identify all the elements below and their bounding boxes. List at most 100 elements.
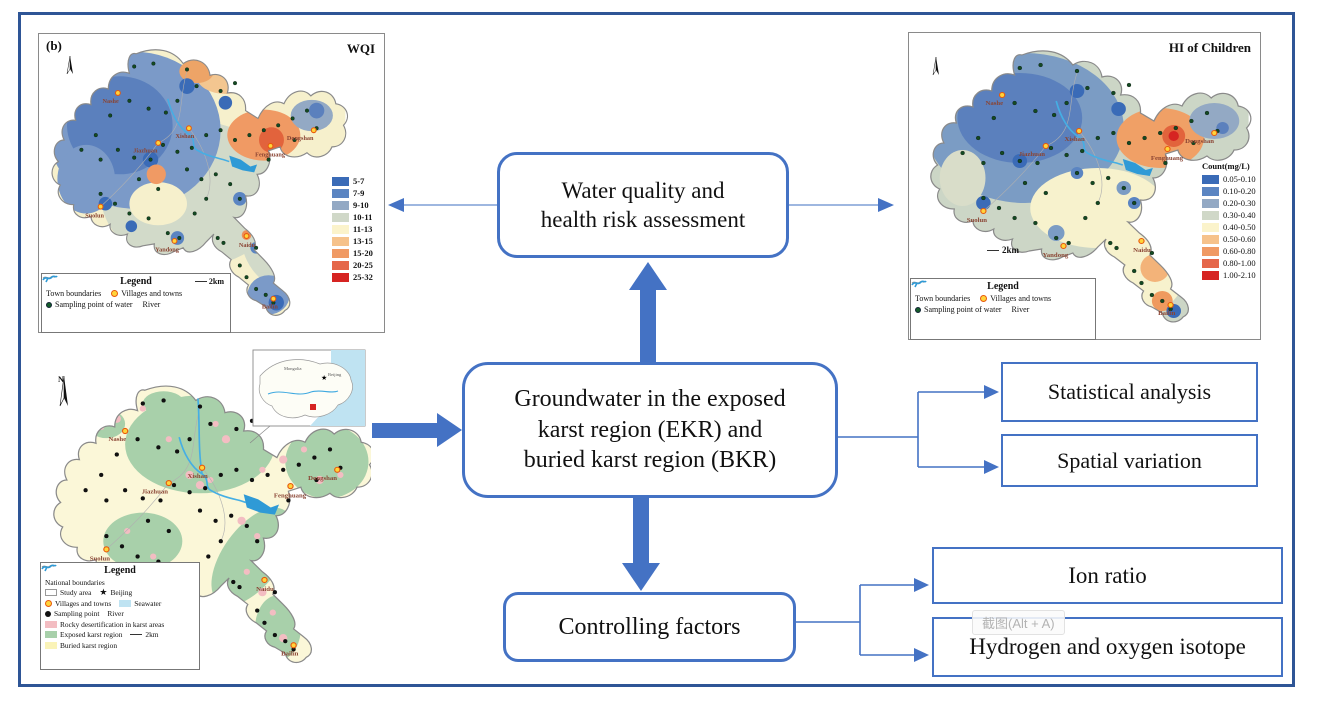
sampling-point — [960, 150, 965, 156]
sampling-point — [261, 128, 266, 133]
sampling-point — [255, 608, 260, 613]
sampling-point — [218, 539, 223, 544]
sampling-point — [114, 452, 119, 457]
sampling-point — [1066, 240, 1071, 246]
town-label: Xishan — [175, 133, 194, 140]
sampling-point — [122, 488, 128, 493]
village-marker — [1060, 242, 1067, 250]
study-area-marker — [310, 404, 316, 410]
sampling-point — [228, 182, 233, 187]
village-marker — [287, 483, 294, 490]
hi-map-panel: HI of Children — [908, 32, 1261, 340]
sampling-point — [237, 263, 242, 268]
legend-item: Villages and towns — [45, 599, 111, 608]
sampling-point — [187, 490, 192, 495]
village-marker — [267, 142, 274, 149]
groundwater-box: Groundwater in the exposed karst region … — [462, 362, 838, 498]
legend-swatch — [1202, 270, 1219, 280]
town-label: Bailin — [281, 650, 299, 657]
sampling-point — [145, 518, 151, 523]
sampling-point — [981, 160, 986, 166]
sampling-point — [1108, 240, 1113, 246]
sampling-point — [1121, 185, 1126, 191]
sampling-point — [247, 133, 252, 138]
sampling-point — [119, 544, 125, 549]
sampling-point — [204, 196, 209, 201]
legend-item: Exposed karst region — [45, 630, 122, 639]
sampling-point — [163, 110, 168, 115]
sampling-point — [192, 211, 197, 216]
sampling-point — [185, 67, 189, 72]
north-arrow-icon: N — [58, 376, 68, 407]
sampling-point — [1017, 65, 1022, 71]
sampling-point-icon — [45, 610, 51, 617]
legend-item: Sampling point — [45, 609, 99, 618]
ion-ratio-box: Ion ratio — [932, 547, 1283, 604]
sampling-point — [132, 64, 137, 69]
sampling-point — [1114, 245, 1119, 251]
legend-item: River — [42, 275, 160, 309]
river-icon — [41, 564, 57, 572]
sampling-point — [104, 498, 109, 503]
village-marker — [243, 233, 250, 240]
sampling-point — [1149, 250, 1155, 256]
assessment-box-line: health risk assessment — [540, 207, 746, 232]
village-icon — [980, 295, 988, 302]
study-map-canvas: NasheXishanJiazhuanDongshanFenghuangSuol… — [53, 349, 371, 664]
sampling-point — [305, 108, 309, 113]
sampling-point — [276, 123, 281, 128]
sampling-point — [161, 398, 166, 403]
sampling-point — [146, 216, 151, 221]
town-label: Nashe — [108, 436, 126, 443]
reservoir — [1122, 159, 1153, 176]
town-label: Suolun — [85, 212, 104, 219]
town-label: Xishan — [188, 473, 209, 480]
town-label: Yandong — [155, 247, 179, 254]
sampling-point — [185, 167, 189, 172]
legend-item: Seawater — [119, 599, 161, 608]
town-label: Naidu — [256, 586, 274, 593]
sampling-point — [234, 467, 239, 472]
sampling-point — [1074, 170, 1080, 176]
town-label: Naidu — [1133, 247, 1151, 254]
legend-item: Town boundaries — [42, 275, 101, 298]
sampling-point — [175, 98, 180, 103]
sampling-point — [1017, 158, 1022, 164]
sampling-point — [203, 486, 208, 491]
town-label: Dongshan — [287, 135, 314, 142]
legend-range: 25-32 — [353, 272, 373, 282]
village-marker — [998, 91, 1006, 99]
inset-label: Mongolia — [284, 366, 302, 371]
beijing-star-icon: ★ — [321, 374, 327, 382]
village-marker — [155, 139, 162, 146]
legend-range: 11-13 — [353, 224, 373, 234]
sampling-point — [1111, 90, 1116, 96]
legend-item: Buried karst region — [45, 641, 117, 650]
sampling-point — [1126, 140, 1132, 146]
legend-range: 0.05-0.10 — [1223, 174, 1256, 184]
legend-item: Rocky desertification in karst areas — [45, 620, 164, 629]
assessment-box: Water quality and health risk assessment — [497, 152, 789, 258]
beijing-star-icon: ★ — [99, 587, 108, 597]
town-label: Bailin — [1158, 310, 1176, 317]
village-marker — [198, 464, 206, 471]
sampling-point — [254, 286, 259, 291]
legend-range: 10-11 — [353, 212, 373, 222]
sampling-point — [175, 149, 180, 154]
sampling-point — [312, 455, 317, 460]
town-label: Xishan — [1065, 136, 1086, 143]
sampling-point — [166, 528, 171, 534]
sampling-point — [1035, 160, 1040, 166]
sampling-point — [204, 133, 209, 138]
sampling-point — [1111, 130, 1116, 136]
village-marker — [310, 127, 317, 134]
hi-map-legend: Legend Town boundaries Villages and town… — [910, 278, 1096, 340]
sampling-point — [244, 523, 249, 528]
legend-swatch — [332, 248, 349, 258]
sampling-point — [187, 437, 192, 442]
reservoir — [229, 155, 258, 173]
sampling-point — [1189, 118, 1194, 124]
sampling-point — [981, 195, 986, 201]
sampling-point — [98, 191, 103, 196]
